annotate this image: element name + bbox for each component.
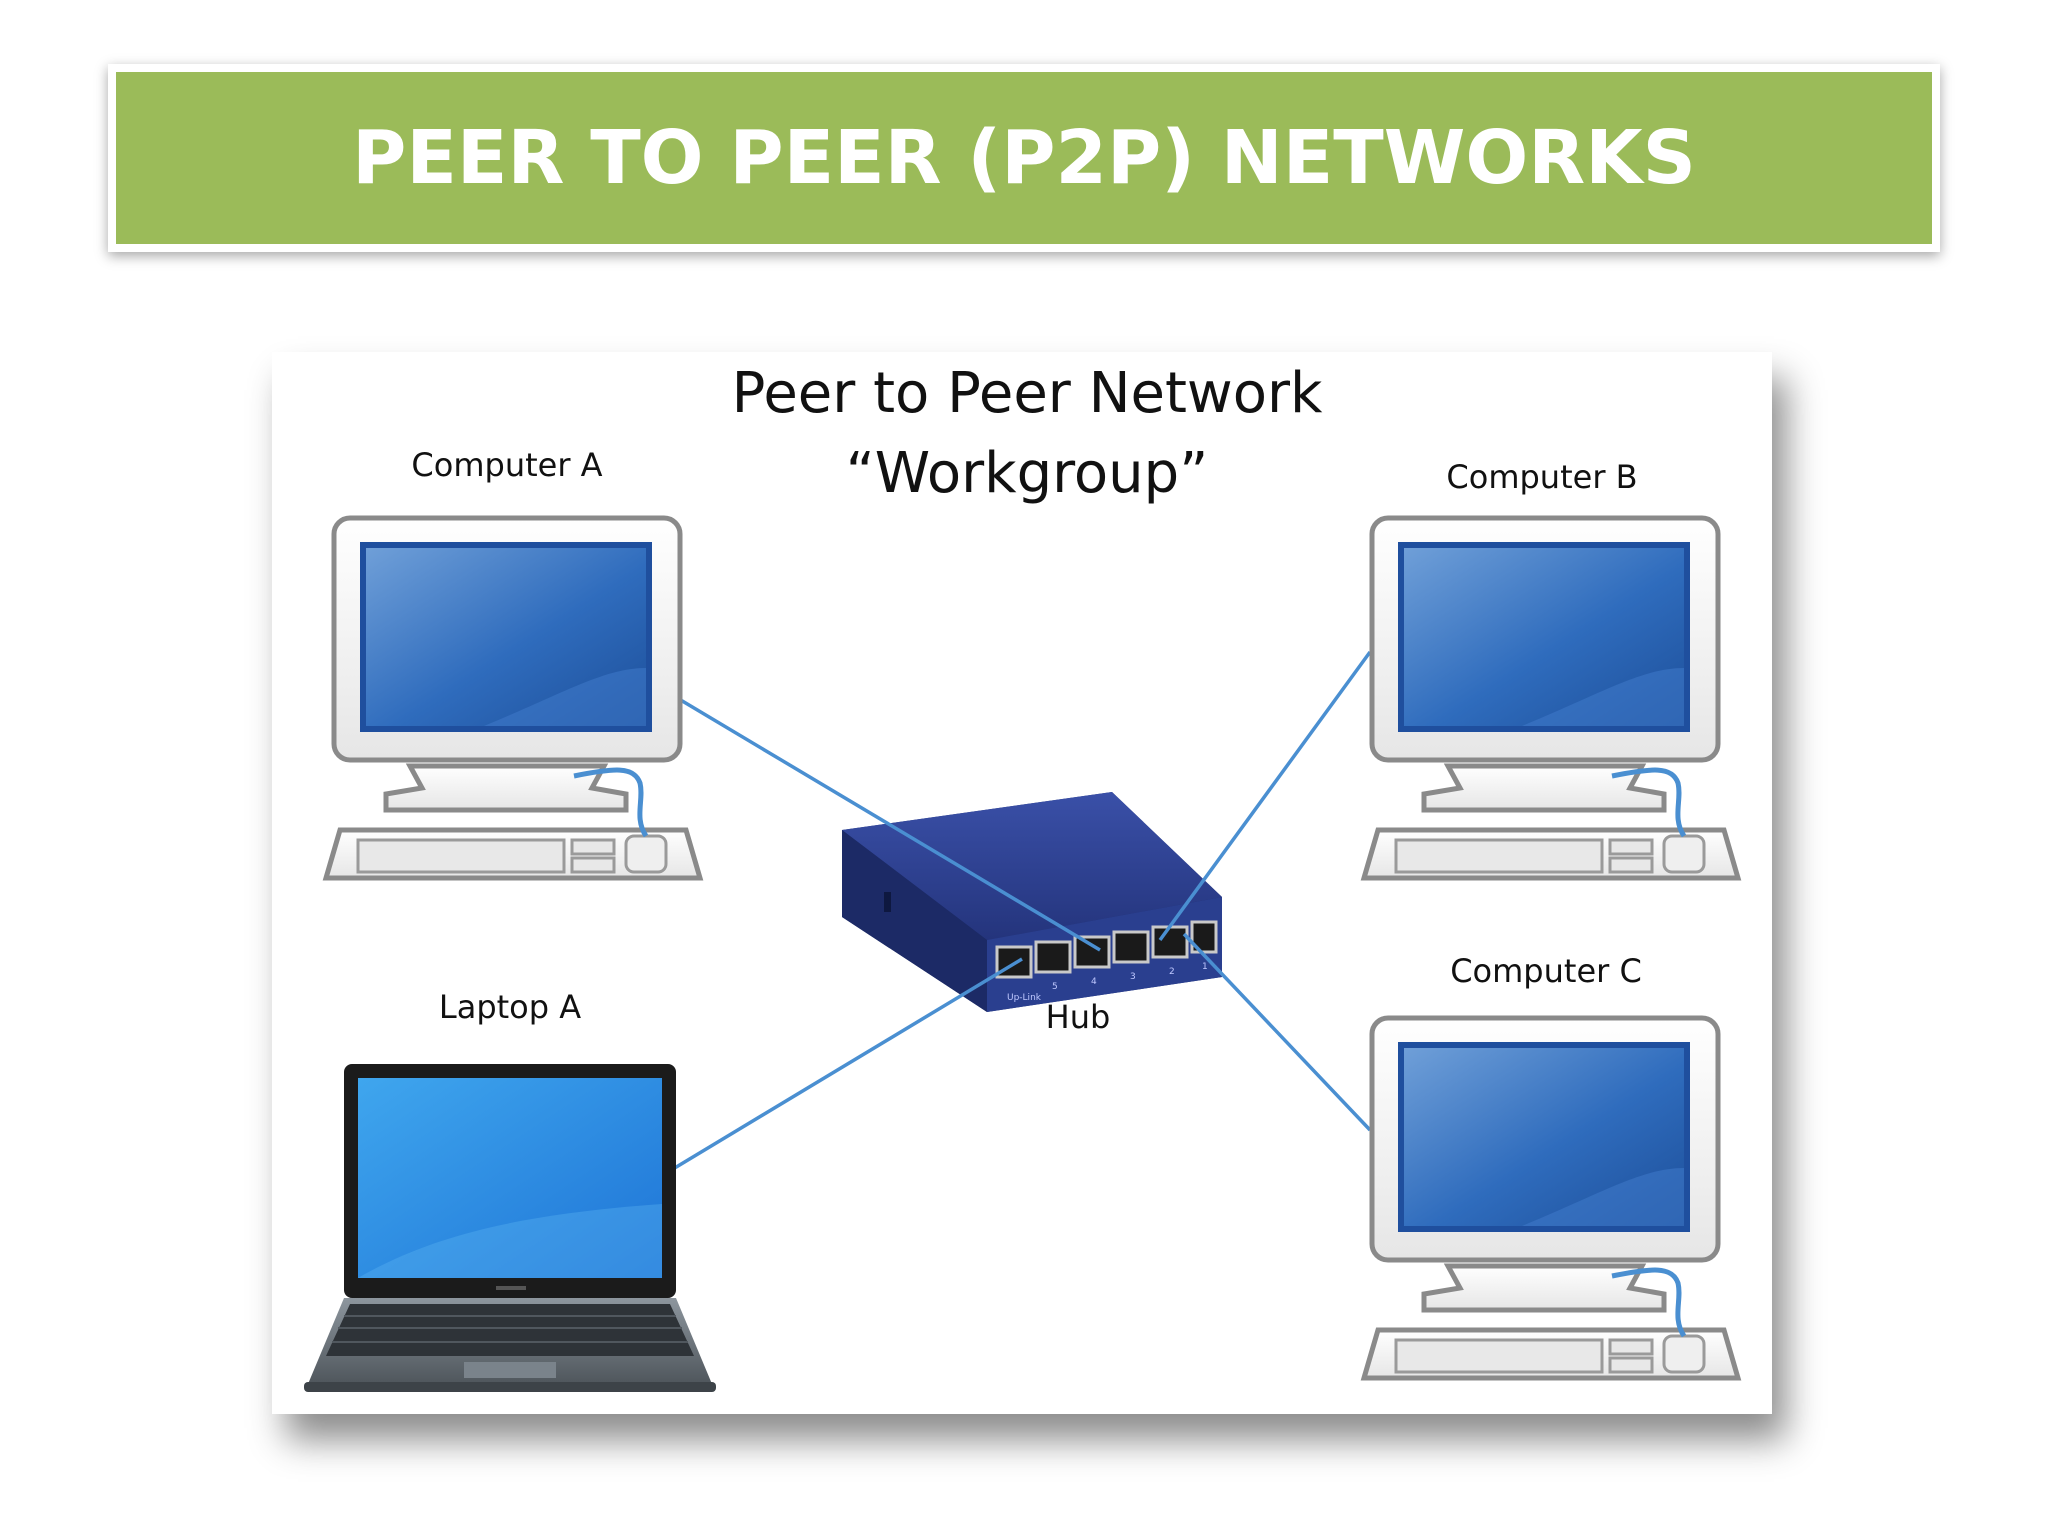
computer-a-icon [322, 515, 704, 881]
hub-port-4-label: 4 [1091, 977, 1097, 987]
computer-c-icon [1360, 1015, 1742, 1381]
link-laptop-a-hub [667, 957, 1023, 1174]
label-hub: Hub [1046, 998, 1111, 1036]
slide-title: PEER TO PEER (P2P) NETWORKS [352, 115, 1696, 201]
label-laptop-a: Laptop A [439, 988, 581, 1026]
hub-port-3-label: 3 [1130, 972, 1136, 982]
hub-port-5-label: 5 [1052, 982, 1058, 992]
hub-device: Up-Link 5 4 3 2 1 [842, 792, 1222, 1012]
network-diagram: Peer to Peer Network “Workgroup” Compute… [272, 352, 1772, 1414]
network-diagram-canvas: Peer to Peer Network “Workgroup” Compute… [304, 361, 1742, 1392]
hub-port-2-label: 2 [1169, 967, 1175, 977]
link-computer-b-hub [1158, 650, 1372, 942]
hub-port-1-label: 1 [1202, 962, 1208, 972]
diagram-title: Peer to Peer Network [732, 361, 1323, 426]
link-computer-c-hub [1182, 932, 1372, 1132]
label-computer-b: Computer B [1446, 458, 1637, 496]
diagram-subtitle: “Workgroup” [846, 441, 1208, 506]
computer-b-icon [1360, 515, 1742, 881]
title-banner: PEER TO PEER (P2P) NETWORKS [108, 64, 1940, 252]
hub-uplink-label: Up-Link [1007, 993, 1042, 1003]
label-computer-c: Computer C [1450, 952, 1642, 990]
label-computer-a: Computer A [411, 446, 602, 484]
laptop-a-icon [304, 1064, 716, 1392]
